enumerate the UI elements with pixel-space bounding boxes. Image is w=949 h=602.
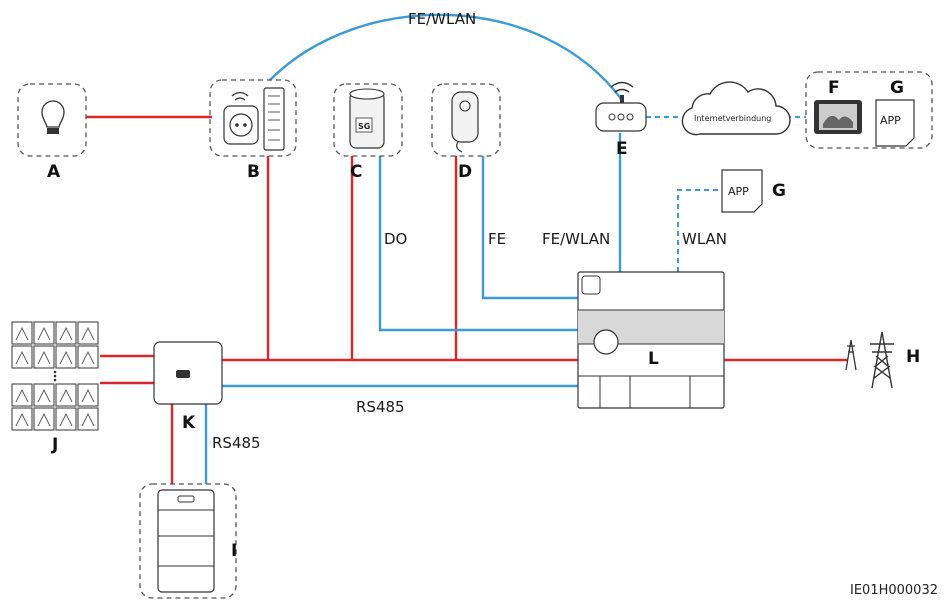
cloud-icon bbox=[681, 81, 791, 136]
dashed-frame bbox=[805, 71, 933, 149]
dashed-frame bbox=[431, 83, 501, 157]
comm-line-fe bbox=[481, 156, 578, 300]
label-b: B bbox=[247, 162, 260, 182]
device-h-grid: H bbox=[845, 331, 920, 389]
battery-icon bbox=[157, 489, 215, 593]
device-d-charger: D bbox=[431, 83, 501, 182]
label-l: L bbox=[648, 349, 659, 369]
device-k-inverter: K bbox=[153, 341, 223, 433]
device-i-battery: I bbox=[139, 483, 237, 599]
charger-icon bbox=[451, 91, 479, 143]
label-i: I bbox=[231, 541, 237, 561]
wifi-icon bbox=[231, 91, 249, 101]
app-icon bbox=[875, 99, 915, 147]
dashed-frame bbox=[209, 79, 297, 157]
link-label-fe: FE bbox=[488, 230, 506, 248]
device-b-smart-plug: B bbox=[209, 79, 297, 182]
bulb-base-icon bbox=[47, 128, 59, 134]
app-label-top: APP bbox=[880, 114, 901, 127]
link-label-fe-wlan-top: FE/WLAN bbox=[408, 10, 476, 28]
link-label-do: DO bbox=[384, 230, 407, 248]
controller-icon bbox=[263, 87, 285, 151]
controller-dial-icon bbox=[593, 329, 619, 355]
internet-cloud: Internetverbindung bbox=[681, 81, 791, 136]
label-c: C bbox=[350, 162, 362, 182]
label-e: E bbox=[616, 139, 628, 159]
app-device-middle: APP G bbox=[721, 169, 786, 213]
dashed-frame bbox=[333, 83, 403, 157]
label-g-middle: G bbox=[772, 181, 786, 201]
socket-icon bbox=[223, 105, 259, 145]
device-a-lamp: A bbox=[17, 83, 87, 182]
comm-line-do bbox=[378, 156, 578, 332]
link-label-fe-wlan: FE/WLAN bbox=[542, 230, 610, 248]
label-d: D bbox=[458, 162, 472, 182]
link-label-wlan: WLAN bbox=[682, 230, 727, 248]
router-icon bbox=[595, 102, 647, 132]
sg-label: SG bbox=[358, 122, 370, 131]
device-e-router: E bbox=[595, 81, 647, 159]
label-f: F bbox=[828, 78, 840, 98]
label-g-top: G bbox=[890, 78, 904, 98]
app-icon bbox=[721, 169, 763, 213]
socket-face-icon bbox=[229, 113, 253, 137]
label-j: J bbox=[51, 435, 58, 455]
cloud-label: Internetverbindung bbox=[694, 114, 771, 123]
tower-icon bbox=[870, 331, 894, 389]
link-label-rs485-main: RS485 bbox=[356, 398, 405, 416]
app-label-middle: APP bbox=[728, 185, 749, 198]
dashed-frame bbox=[139, 483, 237, 599]
communication-lines bbox=[204, 13, 806, 484]
dashed-frame bbox=[17, 83, 87, 157]
small-tower-icon bbox=[845, 339, 857, 371]
pv-array-bottom bbox=[11, 383, 99, 431]
power-lines bbox=[86, 115, 848, 484]
figure-code: IE01H000032 bbox=[850, 583, 938, 598]
label-a: A bbox=[47, 162, 61, 182]
label-k: K bbox=[182, 413, 196, 433]
wifi-icon bbox=[610, 81, 634, 93]
bulb-icon bbox=[41, 100, 65, 128]
link-label-rs485-battery: RS485 bbox=[212, 434, 261, 452]
pv-array-top bbox=[11, 321, 99, 369]
device-c-heat-pump: SG C bbox=[333, 83, 403, 182]
device-j-pv: J bbox=[11, 321, 99, 455]
comm-line-fe-wlan-top bbox=[269, 13, 623, 101]
device-l-controller: L bbox=[577, 271, 725, 409]
remote-devices: F G APP bbox=[805, 71, 933, 149]
label-h: H bbox=[906, 347, 920, 367]
comm-line-wlan bbox=[677, 189, 720, 272]
